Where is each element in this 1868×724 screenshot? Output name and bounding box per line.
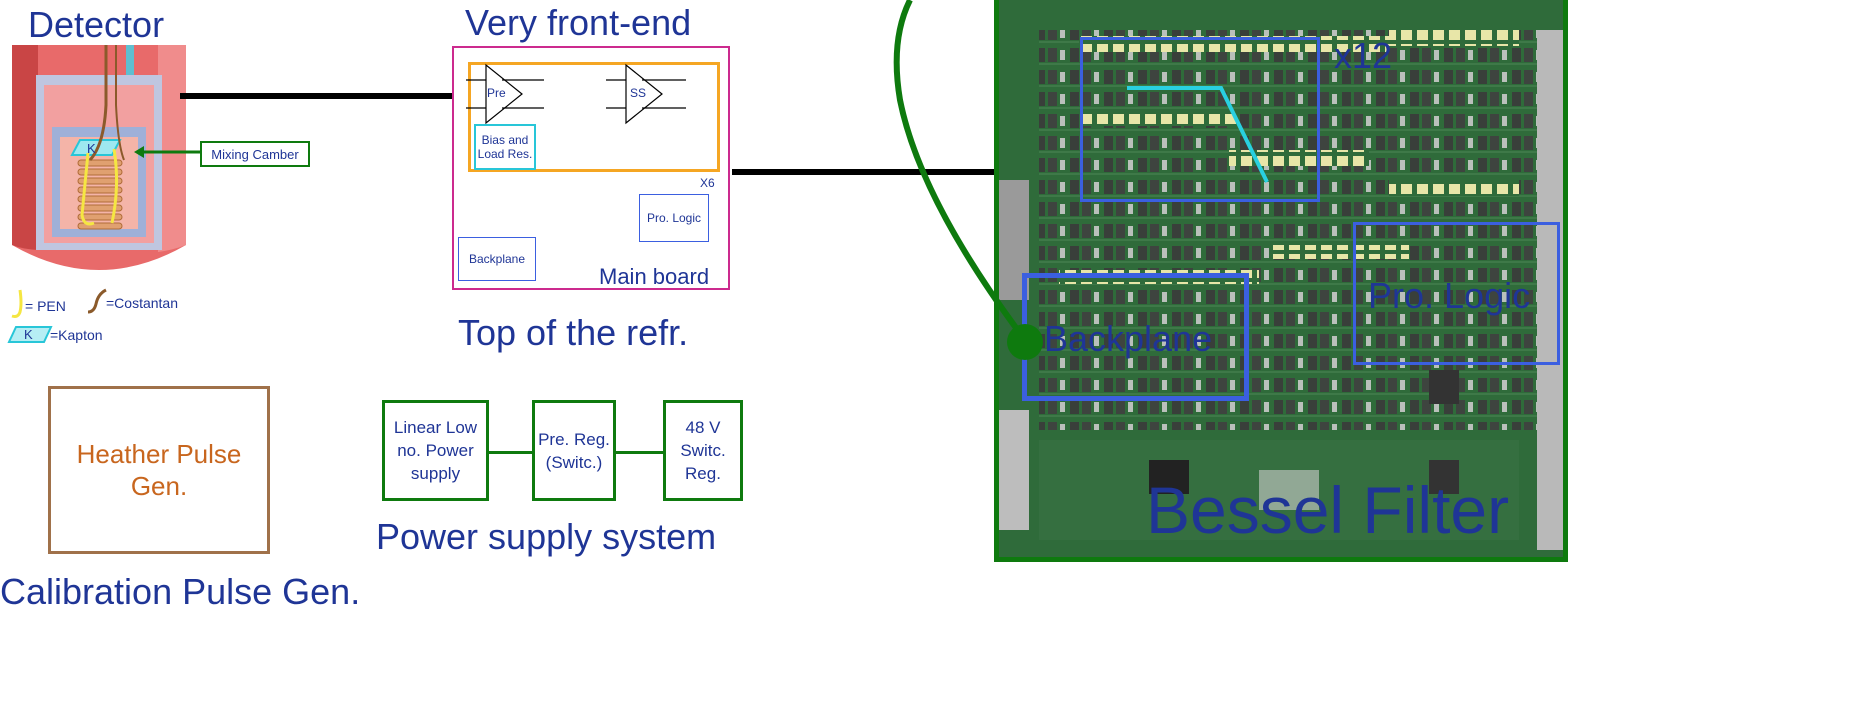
channel-count-label: x12 xyxy=(1334,35,1393,76)
bias-load-box: Bias and Load Res. xyxy=(474,124,536,170)
frontend-title: Very front-end xyxy=(465,2,692,43)
top-of-refrigerator-caption: Top of the refr. xyxy=(458,312,689,353)
bessel-filter-photo-frame xyxy=(994,0,1568,562)
main-board-frame xyxy=(452,46,730,290)
main-board-label: Main board xyxy=(599,264,710,289)
preamp-label: Pre xyxy=(487,86,506,100)
kapton-marker-label: K xyxy=(87,141,96,156)
channel-multiplier: X6 xyxy=(700,176,715,190)
pen-legend-icon xyxy=(11,289,23,318)
mixing-camber-label: Mixing Camber xyxy=(200,141,310,167)
bessel-filter-title: Bessel Filter xyxy=(1146,473,1510,547)
preamp-triangle xyxy=(466,63,544,125)
heater-pulse-generator-box: Heather Pulse Gen. xyxy=(48,386,270,554)
switching-regulator-box: 48 V Switc. Reg. xyxy=(663,400,743,501)
kapton-legend-icon xyxy=(7,326,53,343)
costantan-legend-label: =Costantan xyxy=(106,295,178,311)
detector-cryostat-illustration xyxy=(8,45,190,283)
detector-title: Detector xyxy=(28,4,165,45)
pro-logic-block: Pro. Logic xyxy=(639,194,709,242)
linear-power-supply-box: Linear Low no. Power supply xyxy=(382,400,489,501)
shaper-triangle xyxy=(606,63,686,125)
photo-backplane-label: Backplane xyxy=(1044,318,1213,359)
kapton-legend-k: K xyxy=(24,327,33,342)
frontend-to-bessel-line xyxy=(732,169,998,175)
mixing-camber-arrow xyxy=(134,146,200,158)
pcb-photo xyxy=(999,0,1563,557)
pre-regulator-box: Pre. Reg. (Switc.) xyxy=(532,400,616,501)
power-supply-caption: Power supply system xyxy=(376,516,717,557)
detector-to-frontend-line xyxy=(180,93,452,99)
photo-pro-logic-label: Pro. Logic xyxy=(1368,275,1531,316)
bessel-callout-curve xyxy=(893,0,1043,360)
channel-frame xyxy=(468,62,720,172)
backplane-block: Backplane xyxy=(458,237,536,281)
power-link-1 xyxy=(489,451,533,454)
shaper-label: SS xyxy=(630,86,647,100)
costantan-legend-icon xyxy=(87,288,107,314)
calibration-caption: Calibration Pulse Gen. xyxy=(0,571,361,612)
pro-logic-highlight xyxy=(1353,222,1560,365)
kapton-legend-label: =Kapton xyxy=(50,327,103,343)
pen-legend-label: = PEN xyxy=(25,298,66,314)
power-link-2 xyxy=(616,451,664,454)
filter-channel-highlight xyxy=(1080,37,1320,202)
